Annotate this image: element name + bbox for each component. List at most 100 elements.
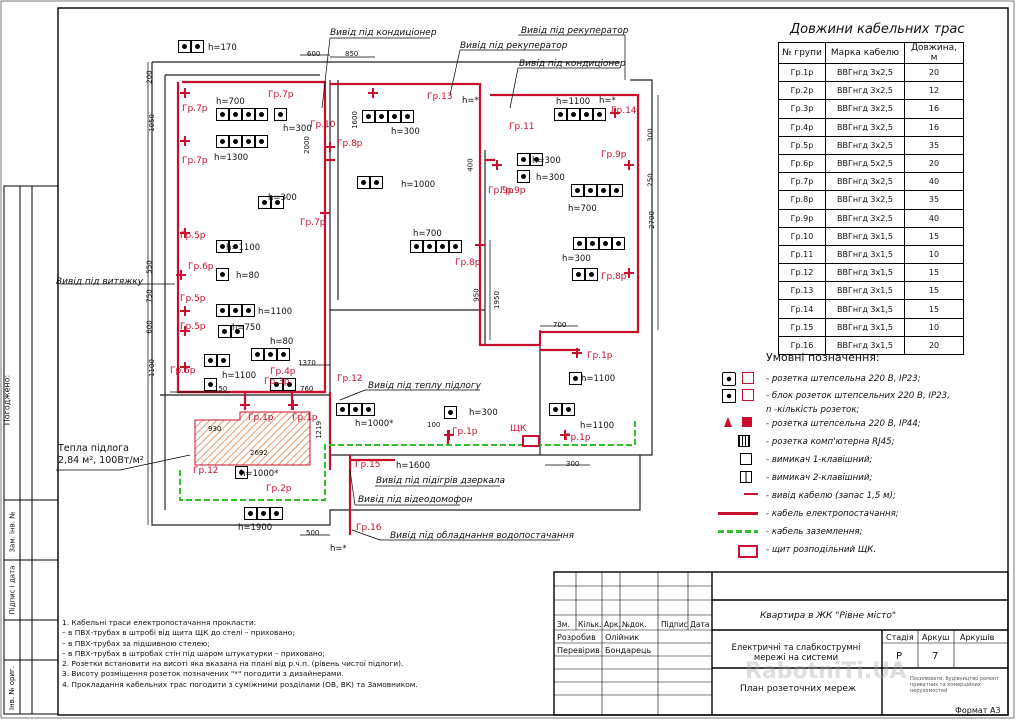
project-name: Квартира в ЖК "Рівне місто" xyxy=(760,611,896,621)
group-cell: Гр.13 xyxy=(778,281,826,301)
stamp-column-header: Кільк. xyxy=(578,620,602,629)
cable-outlet-legend-icon xyxy=(744,493,758,495)
col-cable-header: Марка кабелю xyxy=(825,42,905,64)
ac-outlet-label-2: Вивід під кондиціонер xyxy=(519,59,626,69)
length-cell: 20 xyxy=(904,335,964,356)
length-cell: 10 xyxy=(904,244,964,265)
floor-heating-outlet-label: Вивід під теплу підлогу xyxy=(368,381,481,391)
replace-inventory-label: Зам. інв. № xyxy=(8,511,17,553)
socket-icon xyxy=(410,240,423,253)
length-cell: 40 xyxy=(904,172,964,192)
title-block-grid xyxy=(553,571,1009,716)
socket-icon xyxy=(235,466,248,479)
dimension-label: 1950 xyxy=(492,291,501,309)
height-label: h=300 xyxy=(268,193,297,203)
group-label: Гр.10 xyxy=(310,120,336,130)
height-label: h=1000* xyxy=(240,469,279,479)
dimension-label: 1100 xyxy=(147,359,156,377)
distribution-panel xyxy=(522,435,540,447)
group-label: Гр.9р xyxy=(601,150,627,160)
switch-2-legend-icon xyxy=(740,471,752,483)
height-label: h=700 xyxy=(216,97,245,107)
length-cell: 40 xyxy=(904,208,964,228)
socket-icon xyxy=(517,153,530,166)
height-label: h=1300 xyxy=(214,153,249,163)
dimension-label: 1050 xyxy=(147,114,156,132)
sheets-header: Аркушів xyxy=(960,633,995,642)
group-cell: Гр.9р xyxy=(778,208,826,228)
legend-item: - блок розеток штепсельних 220 В, IP23, xyxy=(766,391,950,401)
length-cell: 15 xyxy=(904,281,964,301)
group-label: Гр.12 xyxy=(337,374,363,384)
socket-icon xyxy=(216,108,229,121)
socket-icon xyxy=(370,176,383,189)
length-cell: 15 xyxy=(904,299,964,319)
group-label: Гр.1р xyxy=(587,351,613,361)
stamp-column-header: Арк. xyxy=(604,620,621,629)
col-length-header: Довжина, м xyxy=(904,42,964,64)
red-socket-marker xyxy=(180,326,190,336)
red-socket-marker xyxy=(624,160,634,170)
note-line: 1. Кабельні траси електропостачання прок… xyxy=(62,618,257,627)
developer-name: Олійник xyxy=(605,633,640,642)
cable-cell: ВВГнгд 3х1,5 xyxy=(825,263,905,283)
socket-icon xyxy=(242,304,255,317)
socket-icon xyxy=(375,110,388,123)
group-label: Гр.5р xyxy=(170,366,196,376)
group-label: Гр.1р xyxy=(452,427,478,437)
socket-icon xyxy=(562,403,575,416)
legend-item: n -кількість розеток; xyxy=(766,405,860,415)
ac-outlet-label: Вивід під кондиціонер xyxy=(330,28,437,38)
socket-icon xyxy=(231,325,244,338)
socket-icon xyxy=(229,108,242,121)
height-label: h=80 xyxy=(236,271,260,281)
stamp-column-header: Підпис xyxy=(661,620,688,629)
group-label: Гр.13 xyxy=(427,92,453,102)
recuperator-outlet-label: Вивід під рекуператор xyxy=(460,41,568,51)
dimension-label: 550 xyxy=(145,260,154,274)
height-label: h=1100 xyxy=(581,374,616,384)
panel-label: ЩК xyxy=(510,424,527,434)
red-socket-marker xyxy=(475,240,485,250)
checker-name: Бондарець xyxy=(605,646,652,655)
cable-cell: ВВГнгд 3х2,5 xyxy=(825,99,905,119)
group-cell: Гр.15 xyxy=(778,317,826,337)
red-socket-marker xyxy=(610,108,620,118)
dimension-label: 2700 xyxy=(647,211,656,229)
group-cell: Гр.12 xyxy=(778,263,826,283)
socket-icon xyxy=(569,372,582,385)
group-label: Гр.9р xyxy=(488,186,514,196)
red-socket-marker xyxy=(180,306,190,316)
socket-icon xyxy=(597,184,610,197)
red-socket-marker xyxy=(180,362,190,372)
socket-icon xyxy=(549,403,562,416)
cable-cell: ВВГнгд 3х2,5 xyxy=(825,62,905,83)
cable-cell: ВВГнгд 3х2,5 xyxy=(825,208,905,228)
socket-icon xyxy=(204,354,217,367)
group-label: Гр.12 xyxy=(193,466,219,476)
group-label: Гр.5р xyxy=(180,322,206,332)
height-label: h=1100 xyxy=(226,243,261,253)
socket-block-red-legend-icon xyxy=(742,389,754,401)
cable-cell: ВВГнгд 3х1,5 xyxy=(825,317,905,337)
dimension-label: 300 xyxy=(566,460,580,468)
group-cell: Гр.5р xyxy=(778,135,826,155)
red-socket-marker xyxy=(320,208,330,218)
socket-icon xyxy=(191,40,204,53)
socket-icon xyxy=(242,135,255,148)
dimension-label: 600 xyxy=(307,50,321,58)
group-label: Гр.15 xyxy=(355,460,381,470)
dimension-label: 1370 xyxy=(298,359,316,367)
cable-cell: ВВГнгд 3х2,5 xyxy=(825,172,905,192)
sheet-value: 7 xyxy=(932,651,939,662)
group-label: Гр.9р xyxy=(500,186,526,196)
hood-label: Вивід під витяжку xyxy=(56,277,144,287)
